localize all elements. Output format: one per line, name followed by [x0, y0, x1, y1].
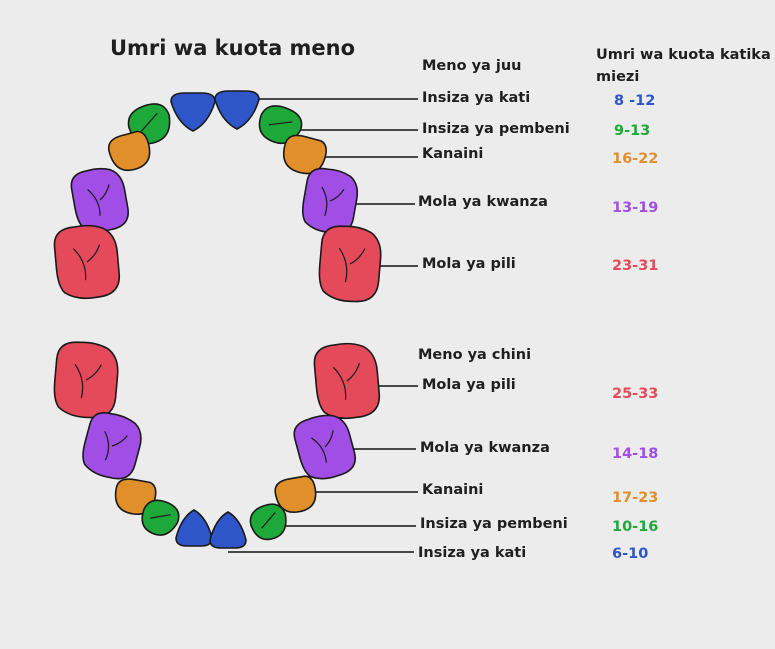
lower-central-incisor-left [175, 509, 213, 547]
upper-central-incisor-age: 8 -12 [614, 93, 656, 109]
lower-first-molar-age: 14-18 [612, 446, 659, 462]
upper-teeth-heading: Meno ya juu [422, 58, 522, 74]
upper-first-molar-age: 13-19 [612, 200, 659, 216]
lower-central-incisor-age: 6-10 [612, 546, 649, 562]
leader-lines [228, 98, 418, 553]
lower-teeth-heading: Meno ya chini [418, 347, 532, 363]
lower-first-molar-left [82, 411, 142, 480]
upper-second-molar-label: Mola ya pili [422, 256, 516, 272]
lower-canine-label: Kanaini [422, 482, 484, 498]
upper-second-molar-right [318, 225, 382, 303]
lower-central-incisor-label: Insiza ya kati [418, 545, 527, 561]
upper-lateral-incisor-label: Insiza ya pembeni [422, 121, 570, 137]
lower-first-molar-label: Mola ya kwanza [420, 440, 550, 456]
page-title: Umri wa kuota meno [110, 36, 356, 60]
upper-first-molar-right [301, 167, 359, 234]
upper-central-incisor-left [170, 92, 216, 132]
upper-second-molar-left [53, 224, 120, 300]
lower-canine-right [274, 475, 317, 514]
lower-second-molar-label: Mola ya pili [422, 377, 516, 393]
lower-lateral-incisor-age: 10-16 [612, 519, 659, 535]
upper-first-molar-left [70, 167, 129, 233]
upper-canine-left [107, 130, 151, 172]
lower-second-molar-right [313, 342, 381, 420]
lower-central-incisor-right [209, 511, 247, 549]
lower-second-molar-age: 25-33 [612, 386, 659, 402]
upper-lateral-incisor-age: 9-13 [614, 123, 651, 139]
upper-second-molar-age: 23-31 [612, 258, 659, 274]
lower-lateral-incisor-left [141, 499, 180, 536]
lower-canine-age: 17-23 [612, 490, 659, 506]
upper-canine-right [282, 134, 327, 175]
teeth-layer [53, 90, 382, 549]
upper-canine-label: Kanaini [422, 146, 484, 162]
lower-second-molar-left [53, 341, 119, 419]
upper-central-incisor-label: Insiza ya kati [422, 90, 531, 106]
upper-lateral-incisor-right [258, 105, 303, 145]
upper-central-incisor-right [214, 90, 260, 130]
upper-first-molar-label: Mola ya kwanza [418, 194, 548, 210]
age-column-header: Umri wa kuota katika miezi [596, 47, 771, 85]
lower-lateral-incisor-label: Insiza ya pembeni [420, 516, 568, 532]
upper-canine-age: 16-22 [612, 151, 659, 167]
lower-first-molar-right [293, 414, 356, 480]
